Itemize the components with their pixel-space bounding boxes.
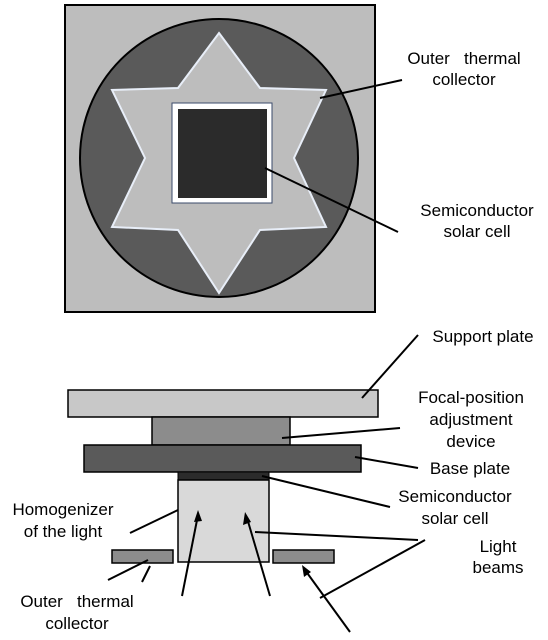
leader-outer-collector-left <box>107 559 149 581</box>
light-beam-arrowhead-1 <box>194 510 202 522</box>
leader-solar-cell-side <box>261 475 391 508</box>
label-homogenizer-of-light: Homogenizer of the light <box>12 500 113 541</box>
light-beam-arrow-3 <box>304 569 351 633</box>
leader-support-plate <box>361 334 419 399</box>
label-base-plate-line-1: Base plate <box>430 459 510 478</box>
label-semiconductor-solar-cell-side: Semiconductor solar cell <box>398 487 512 528</box>
light-beam-arrowhead-2 <box>243 512 251 525</box>
label-light-beams-line-1: Light <box>480 537 517 556</box>
label-light-beams-line-2: beams <box>472 558 523 577</box>
leader-outer-collector-left-2 <box>141 565 151 583</box>
label-semiconductor-solar-cell-top: Semiconductor solar cell <box>420 201 534 241</box>
label-homogenizer-of-light-line-1: Homogenizer <box>12 500 113 519</box>
label-support-plate: Support plate <box>432 327 533 346</box>
leader-light-beam-1 <box>254 531 419 541</box>
label-focal-position-adjustment-device-line-3: device <box>446 432 495 451</box>
label-outer-thermal-collector-side: Outer thermal collector <box>20 592 133 633</box>
side-view <box>67 334 426 633</box>
focal-position-adjustment-device <box>151 416 291 446</box>
label-semiconductor-solar-cell-top-line-1: Semiconductor <box>420 201 534 220</box>
label-outer-thermal-collector-side-line-1: Outer thermal <box>20 592 133 611</box>
top-view <box>64 4 403 313</box>
label-outer-thermal-collector-top: Outer thermal collector <box>407 49 520 89</box>
base-plate <box>83 444 362 473</box>
leader-focal-device <box>281 427 401 439</box>
light-beam-arrow-2 <box>246 517 271 597</box>
leader-solar-cell-top <box>264 167 399 233</box>
label-homogenizer-of-light-line-2: of the light <box>24 522 103 541</box>
label-semiconductor-solar-cell-side-line-1: Semiconductor <box>398 487 512 506</box>
label-focal-position-adjustment-device: Focal-position adjustment device <box>418 388 524 451</box>
light-beam-arrows <box>181 510 351 633</box>
label-outer-thermal-collector-side-line-2: collector <box>45 614 109 633</box>
label-light-beams: Light beams <box>472 537 523 577</box>
leader-light-beam-2 <box>319 539 426 599</box>
leader-homogenizer <box>129 509 179 534</box>
semiconductor-solar-cell-side <box>177 471 270 481</box>
outer-thermal-collector-right <box>272 549 335 564</box>
homogenizer-of-light <box>177 479 270 563</box>
label-semiconductor-solar-cell-top-line-2: solar cell <box>443 222 510 241</box>
semiconductor-solar-cell-top <box>178 109 267 198</box>
label-semiconductor-solar-cell-side-line-2: solar cell <box>421 509 488 528</box>
label-outer-thermal-collector-top-line-1: Outer thermal <box>407 49 520 68</box>
label-support-plate-line-1: Support plate <box>432 327 533 346</box>
support-plate <box>67 389 379 418</box>
label-outer-thermal-collector-top-line-2: collector <box>432 70 496 89</box>
leader-base-plate <box>354 456 419 469</box>
label-focal-position-adjustment-device-line-1: Focal-position <box>418 388 524 407</box>
light-beam-arrowhead-3 <box>302 565 311 577</box>
outer-thermal-collector-left <box>111 549 174 564</box>
leader-outer-collector-top <box>319 79 403 99</box>
label-base-plate: Base plate <box>430 459 510 478</box>
light-beam-arrow-1 <box>181 514 199 597</box>
label-focal-position-adjustment-device-line-2: adjustment <box>429 410 512 429</box>
